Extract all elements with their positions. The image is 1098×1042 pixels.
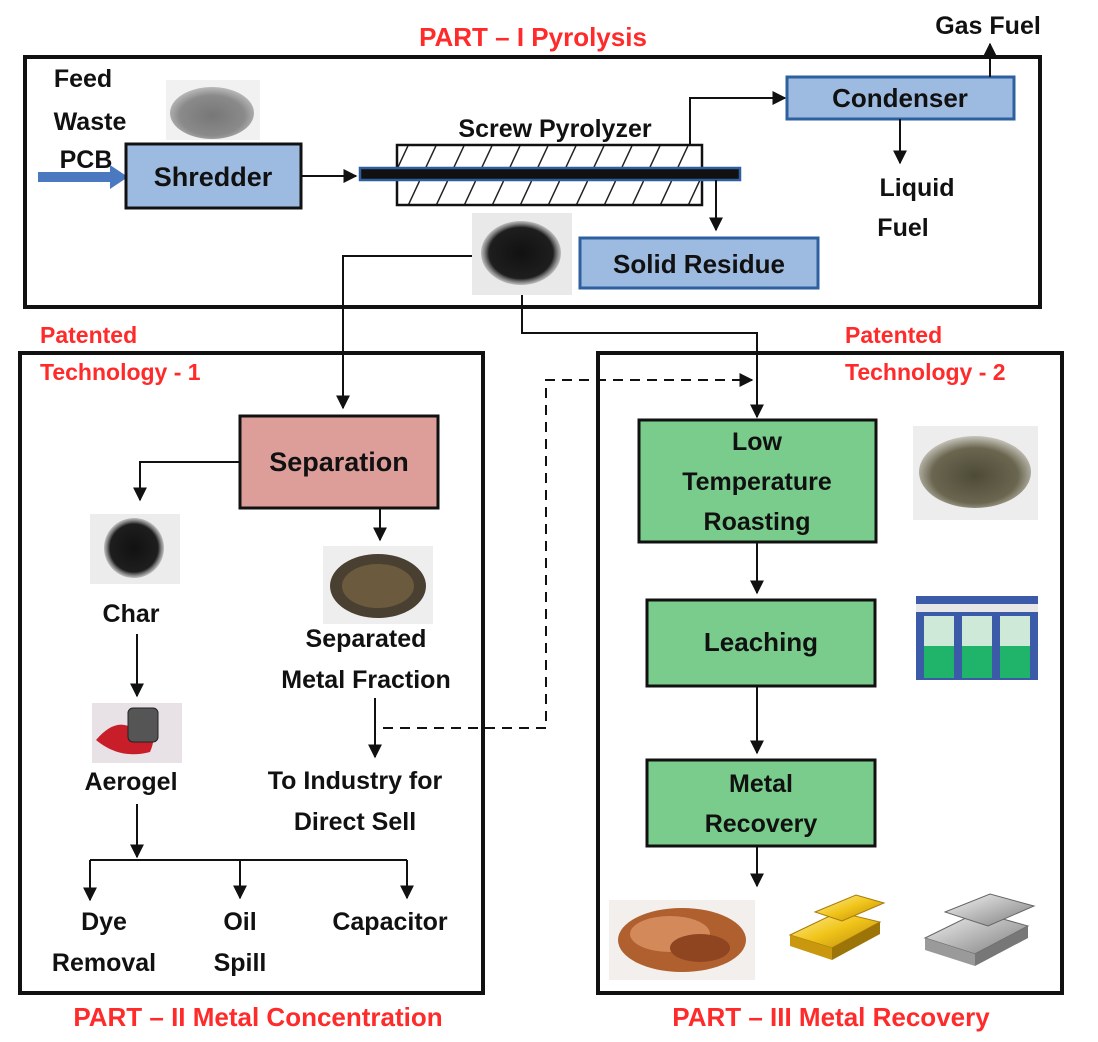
feed-arrow bbox=[38, 165, 128, 189]
recovery-label-1: Metal bbox=[729, 770, 793, 798]
patent2-label-1: Patented bbox=[845, 322, 942, 348]
roasting-label-3: Roasting bbox=[704, 508, 811, 536]
dye-label-1: Dye bbox=[81, 908, 127, 936]
part2-title: PART – II Metal Concentration bbox=[73, 1002, 442, 1032]
roasting-label-2: Temperature bbox=[682, 468, 832, 496]
metal-fraction-photo bbox=[323, 546, 433, 624]
application-branch bbox=[83, 859, 414, 902]
arrow-to-char bbox=[133, 461, 240, 502]
feed-label-3: PCB bbox=[60, 146, 113, 174]
roasted-powder-photo bbox=[913, 426, 1038, 520]
patent1-label-1: Patented bbox=[40, 322, 137, 348]
capacitor-label: Capacitor bbox=[332, 908, 448, 936]
separated-label-1: Separated bbox=[306, 625, 427, 653]
feed-label-2: Waste bbox=[54, 108, 127, 136]
feed-label-1: Feed bbox=[54, 65, 112, 93]
leachate-vials-photo bbox=[916, 596, 1038, 680]
separation-label: Separation bbox=[269, 447, 409, 477]
oil-label-1: Oil bbox=[223, 908, 256, 936]
part2-frame bbox=[18, 351, 485, 995]
industry-label-2: Direct Sell bbox=[294, 808, 416, 836]
metal-recovery-box bbox=[645, 758, 877, 848]
shredder-box bbox=[124, 142, 303, 210]
shredded-powder-photo bbox=[166, 80, 260, 140]
condenser-label: Condenser bbox=[832, 83, 968, 113]
patent1-label-2: Technology - 1 bbox=[40, 359, 201, 385]
solid-residue-box bbox=[578, 236, 820, 290]
industry-label-1: To Industry for bbox=[268, 767, 443, 795]
shredder-label: Shredder bbox=[154, 162, 273, 192]
aerogel-label: Aerogel bbox=[84, 768, 177, 796]
solid-residue-label: Solid Residue bbox=[613, 249, 785, 279]
part3-title: PART – III Metal Recovery bbox=[672, 1002, 990, 1032]
recovery-label-2: Recovery bbox=[705, 810, 818, 838]
liquid-fuel-label-2: Fuel bbox=[877, 214, 928, 242]
part1-frame bbox=[23, 55, 1042, 309]
leaching-label: Leaching bbox=[704, 627, 818, 657]
char-photo bbox=[90, 514, 180, 584]
copper-granules-photo bbox=[609, 900, 755, 980]
separation-box bbox=[238, 414, 440, 510]
silver-bars-photo bbox=[923, 893, 1036, 966]
arrow-residue-to-roasting bbox=[521, 295, 764, 419]
leaching-box bbox=[645, 598, 877, 688]
gold-bars-photo bbox=[788, 894, 886, 960]
part3-frame bbox=[596, 351, 1064, 995]
char-label: Char bbox=[103, 600, 160, 628]
liquid-fuel-label-1: Liquid bbox=[880, 174, 955, 202]
roasting-label-1: Low bbox=[732, 428, 783, 456]
gas-fuel-label: Gas Fuel bbox=[935, 12, 1041, 40]
dashed-arrow-to-roasting bbox=[383, 373, 754, 729]
separated-label-2: Metal Fraction bbox=[281, 666, 450, 694]
oil-label-2: Spill bbox=[214, 949, 267, 977]
patent2-label-2: Technology - 2 bbox=[845, 359, 1006, 385]
screw-pyrolyzer bbox=[358, 143, 742, 207]
dye-label-2: Removal bbox=[52, 949, 156, 977]
solid-residue-photo bbox=[472, 213, 572, 295]
aerogel-photo bbox=[92, 703, 182, 763]
arrow-residue-to-separation bbox=[336, 255, 472, 410]
arrow-to-condenser bbox=[689, 91, 787, 145]
part1-title: PART – I Pyrolysis bbox=[419, 22, 647, 52]
condenser-box bbox=[785, 75, 1016, 121]
pyrolyzer-label: Screw Pyrolyzer bbox=[458, 115, 651, 143]
